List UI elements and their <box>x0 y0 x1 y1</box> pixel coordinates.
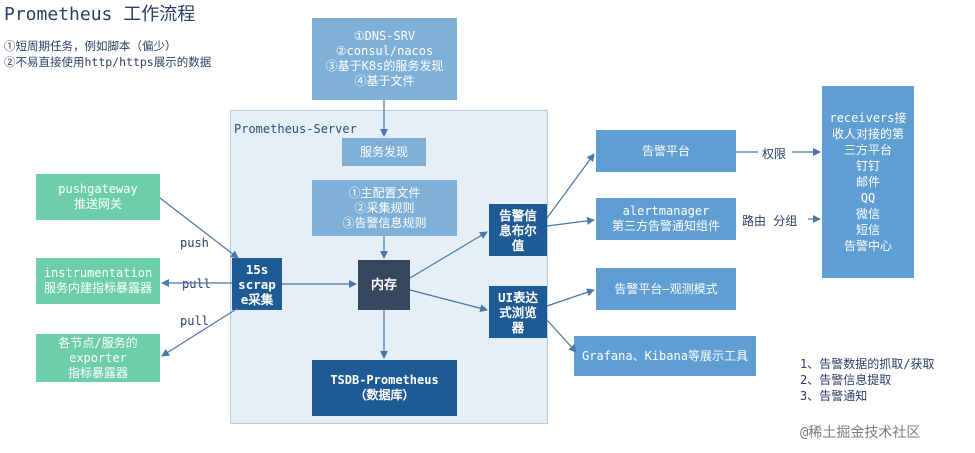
receivers-line: 微信 <box>855 207 880 221</box>
exporter-box: 各节点/服务的 exporter 指标暴露器 <box>36 334 160 382</box>
ui-browser-line: UI表达 <box>497 289 539 305</box>
grafana-label: Grafana、Kibana等展示工具 <box>582 348 748 363</box>
service-discovery-box: 服务发现 <box>342 138 426 166</box>
memory-label: 内存 <box>370 277 397 293</box>
arrow-memory-to-alert-publish <box>409 231 488 279</box>
pull-label-exporter: pull <box>180 314 209 328</box>
step-item: 3、告警通知 <box>800 389 868 403</box>
receivers-box: receivers接 收人对接的第 三方平台 钉钉 邮件 QQ 微信 短信 告警… <box>822 86 914 278</box>
service-discovery-label: 服务发现 <box>359 144 408 159</box>
scrape-box: 15s scrap e采集 <box>232 258 282 310</box>
instrumentation-box: instrumentation 服务内建指标暴露器 <box>36 258 160 304</box>
note-line-2: ②不易直接使用http/https展示的数据 <box>4 55 212 69</box>
alert-platform-label: 告警平台 <box>641 143 690 158</box>
config-box: ①主配置文件 ②采集规则 ③告警信息规则 <box>312 180 457 236</box>
arrow-memory-to-ui <box>409 289 488 313</box>
receivers-line: receivers接 <box>829 111 907 125</box>
scrape-line: 15s <box>245 261 269 277</box>
arrow-pushgateway-to-scrape <box>159 197 239 259</box>
receivers-line: 收人对接的第 <box>831 127 904 141</box>
memory-box: 内存 <box>358 260 410 310</box>
grafana-box: Grafana、Kibana等展示工具 <box>574 336 756 376</box>
alertmanager-box: alertmanager 第三方告警通知组件 <box>596 198 736 240</box>
arrow-alert-to-alertmanager <box>546 216 595 227</box>
pushgateway-line: pushgateway <box>58 182 138 196</box>
step-item: 1、告警数据的抓取/获取 <box>800 357 935 371</box>
tsdb-box: TSDB-Prometheus （数据库） <box>312 360 457 416</box>
pushgateway-box: pushgateway 推送网关 <box>36 174 160 220</box>
arrow-alert-to-platform <box>546 153 595 219</box>
receivers-line: 告警中心 <box>843 239 892 253</box>
config-line: ②采集规则 <box>354 200 415 215</box>
alert-publish-line: 息布尔 <box>499 222 537 238</box>
exporter-line: 各节点/服务的 <box>58 335 138 350</box>
pushgateway-line: 推送网关 <box>73 197 122 211</box>
config-line: ③告警信息规则 <box>342 215 427 230</box>
alert-platform-box: 告警平台 <box>596 130 736 172</box>
arrow-ui-to-grafana <box>546 319 577 353</box>
tsdb-line: TSDB-Prometheus <box>330 373 439 387</box>
scrape-line: e采集 <box>240 291 274 307</box>
discovery-line: ①DNS-SRV <box>353 29 416 43</box>
receivers-line: QQ <box>860 191 876 205</box>
alertmanager-line: 第三方告警通知组件 <box>611 219 720 233</box>
config-line: ①主配置文件 <box>348 185 421 200</box>
ui-browser-line: 式浏览 <box>499 304 537 320</box>
permission-label: 权限 <box>762 147 787 161</box>
alert-publish-box: 告警信 息布尔 值 <box>489 204 547 256</box>
ui-browser-box: UI表达 式浏览 器 <box>489 286 547 338</box>
arrow-ui-to-observe <box>546 288 595 307</box>
push-label: push <box>180 236 209 250</box>
alert-publish-line: 值 <box>511 237 525 253</box>
watermark: @稀土掘金技术社区 <box>800 425 921 441</box>
discovery-line: ③基于K8s的服务发现 <box>325 59 444 73</box>
exporter-line: exporter <box>69 350 127 365</box>
alertmanager-line: alertmanager <box>622 204 710 218</box>
routing-label: 路由 分组 <box>742 214 798 228</box>
prometheus-server-label: Prometheus-Server <box>234 122 357 136</box>
instrumentation-line: 服务内建指标暴露器 <box>43 281 152 295</box>
observe-mode-label: 告警平台—观测模式 <box>614 281 718 296</box>
receivers-line: 短信 <box>855 223 880 237</box>
diagram-title: Prometheus 工作流程 <box>4 4 196 25</box>
scrape-line: scrap <box>238 276 276 292</box>
instrumentation-line: instrumentation <box>43 266 153 280</box>
receivers-line: 钉钉 <box>855 159 880 173</box>
arrow-scrape-to-exporter <box>161 307 239 357</box>
observe-mode-box: 告警平台—观测模式 <box>596 268 736 310</box>
discovery-line: ②consul/nacos <box>335 44 434 58</box>
discovery-methods-box: ①DNS-SRV ②consul/nacos ③基于K8s的服务发现 ④基于文件 <box>312 18 457 100</box>
steps-list: 1、告警数据的抓取/获取 2、告警信息提取 3、告警通知 <box>800 356 934 404</box>
alert-publish-line: 告警信 <box>499 207 537 223</box>
receivers-line: 三方平台 <box>843 143 892 157</box>
ui-browser-line: 器 <box>511 319 525 335</box>
note-line-1: ①短周期任务，例如脚本（偏少） <box>4 39 177 53</box>
exporter-line: 指标暴露器 <box>67 365 128 380</box>
step-item: 2、告警信息提取 <box>800 373 892 387</box>
receivers-line: 邮件 <box>855 175 880 189</box>
discovery-line: ④基于文件 <box>354 74 415 88</box>
pull-label-instrumentation: pull <box>182 277 211 291</box>
tsdb-line: （数据库） <box>354 388 415 402</box>
